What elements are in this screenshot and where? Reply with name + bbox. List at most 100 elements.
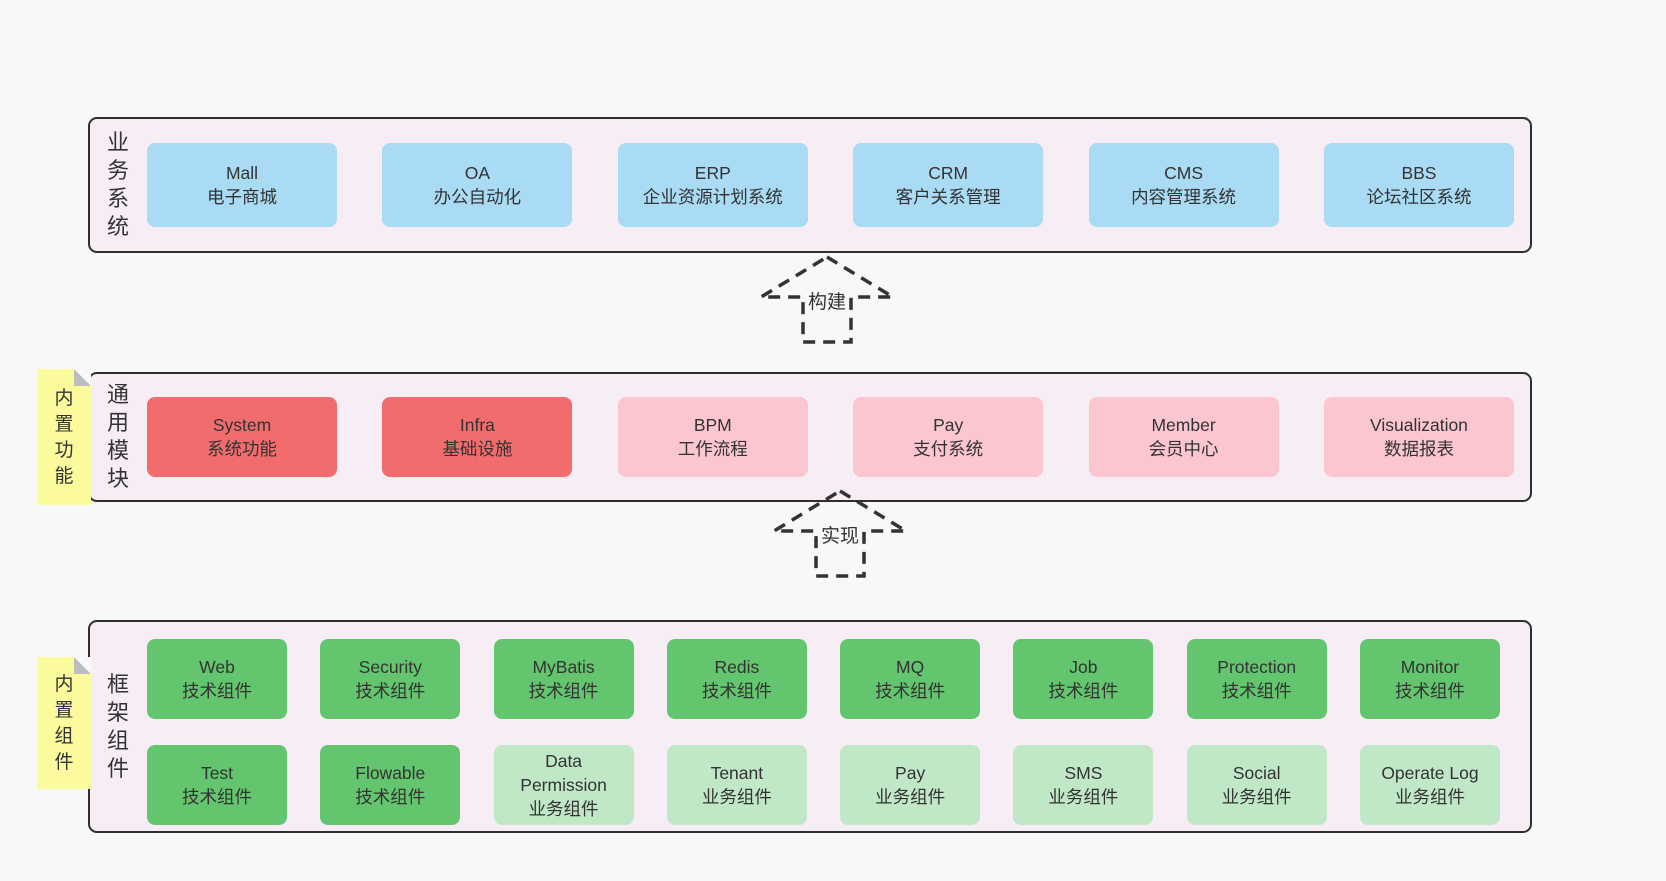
layer-business-systems: 业务系统 Mall 电子商城 OA 办公自动化 ERP 企业资源计划系统 CRM… bbox=[88, 117, 1532, 253]
box-mybatis: MyBatis 技术组件 bbox=[493, 639, 634, 719]
box-test: Test 技术组件 bbox=[147, 745, 287, 825]
box-name-zh: 技术组件 bbox=[1048, 681, 1119, 701]
box-operate-log: Operate Log 业务组件 bbox=[1359, 745, 1500, 825]
box-infra: Infra 基础设施 bbox=[382, 397, 573, 477]
layer-label-business: 业务系统 bbox=[106, 130, 129, 239]
box-name-en: Test bbox=[200, 763, 234, 783]
box-name-zh: 客户关系管理 bbox=[895, 187, 1001, 207]
box-name-en: BBS bbox=[1401, 163, 1437, 183]
component-row-business: Test 技术组件 Flowable 技术组件 Data Permission … bbox=[147, 745, 1500, 825]
box-name-en: Flowable bbox=[355, 763, 426, 783]
box-oa: OA 办公自动化 bbox=[382, 143, 573, 227]
box-name-zh: 办公自动化 bbox=[433, 187, 522, 207]
business-boxes: Mall 电子商城 OA 办公自动化 ERP 企业资源计划系统 CRM 客户关系… bbox=[147, 143, 1514, 227]
arrow-build-label: 构建 bbox=[804, 287, 850, 314]
box-name-en: CRM bbox=[928, 163, 969, 183]
box-protection: Protection 技术组件 bbox=[1186, 639, 1327, 719]
dashed-up-arrow-icon bbox=[770, 488, 910, 578]
sticky-note-builtin-features: 内置功能 bbox=[37, 369, 91, 505]
box-name-zh: 技术组件 bbox=[182, 787, 252, 807]
box-name-zh: 会员中心 bbox=[1148, 439, 1219, 459]
layer-label-components: 框架组件 bbox=[106, 671, 129, 781]
box-name-zh: 内容管理系统 bbox=[1131, 187, 1237, 207]
box-name-en: Social bbox=[1232, 763, 1281, 783]
layer-framework-components: 内置组件 框架组件 Web 技术组件 Security 技术组件 MyBatis… bbox=[37, 620, 1532, 833]
module-boxes: System 系统功能 Infra 基础设施 BPM 工作流程 Pay 支付系统… bbox=[147, 397, 1514, 477]
box-name-en: Redis bbox=[714, 657, 760, 677]
box-name-zh: 业务组件 bbox=[1048, 787, 1119, 807]
box-name-en: Visualization bbox=[1369, 415, 1468, 435]
dashed-up-arrow-icon bbox=[757, 254, 897, 344]
box-name-zh: 支付系统 bbox=[913, 439, 984, 459]
box-name-en: Pay bbox=[933, 415, 964, 435]
sticky-note-label: 内置功能 bbox=[54, 387, 74, 487]
box-name-en: Operate Log bbox=[1381, 763, 1479, 783]
box-name-en: System bbox=[212, 415, 272, 435]
box-name-zh: 电子商城 bbox=[207, 187, 277, 207]
box-mq: MQ 技术组件 bbox=[840, 639, 981, 719]
box-name-zh: 业务组件 bbox=[875, 787, 946, 807]
box-redis: Redis 技术组件 bbox=[666, 639, 807, 719]
box-member: Member 会员中心 bbox=[1088, 397, 1279, 477]
box-name-zh: 企业资源计划系统 bbox=[642, 187, 783, 207]
box-name-zh: 业务组件 bbox=[1221, 787, 1292, 807]
box-name-en: Data Permission bbox=[520, 751, 607, 795]
box-name-en: OA bbox=[464, 163, 491, 183]
box-name-zh: 系统功能 bbox=[207, 439, 277, 459]
box-name-en: BPM bbox=[693, 415, 732, 435]
dashed-up-arrow-build: 构建 bbox=[757, 253, 897, 345]
box-name-en: Pay bbox=[895, 763, 926, 783]
box-name-en: Protection bbox=[1217, 657, 1297, 677]
box-name-en: ERP bbox=[694, 163, 731, 183]
box-web: Web 技术组件 bbox=[147, 639, 287, 719]
box-name-en: Member bbox=[1151, 415, 1216, 435]
box-cms: CMS 内容管理系统 bbox=[1088, 143, 1279, 227]
box-pay-biz: Pay 业务组件 bbox=[840, 745, 981, 825]
box-name-zh: 基础设施 bbox=[442, 439, 513, 459]
box-name-zh: 业务组件 bbox=[701, 787, 772, 807]
box-name-en: Tenant bbox=[710, 763, 764, 783]
box-pay: Pay 支付系统 bbox=[853, 397, 1044, 477]
box-name-zh: 技术组件 bbox=[355, 681, 426, 701]
component-row-tech: Web 技术组件 Security 技术组件 MyBatis 技术组件 Redi… bbox=[147, 639, 1500, 719]
box-name-en: MyBatis bbox=[532, 657, 595, 677]
box-job: Job 技术组件 bbox=[1013, 639, 1154, 719]
box-sms: SMS 业务组件 bbox=[1013, 745, 1154, 825]
box-social: Social 业务组件 bbox=[1186, 745, 1327, 825]
box-name-zh: 技术组件 bbox=[875, 681, 946, 701]
box-name-zh: 技术组件 bbox=[1394, 681, 1465, 701]
box-bpm: BPM 工作流程 bbox=[617, 397, 808, 477]
layer-label-modules: 通用模块 bbox=[106, 382, 129, 491]
box-name-en: SMS bbox=[1064, 763, 1103, 783]
box-bbs: BBS 论坛社区系统 bbox=[1323, 143, 1514, 227]
sticky-note-label: 内置组件 bbox=[54, 673, 74, 773]
box-security: Security 技术组件 bbox=[320, 639, 461, 719]
arrow-implement-label: 实现 bbox=[817, 521, 863, 548]
box-monitor: Monitor 技术组件 bbox=[1359, 639, 1500, 719]
box-mall: Mall 电子商城 bbox=[147, 143, 337, 227]
box-crm: CRM 客户关系管理 bbox=[853, 143, 1044, 227]
box-name-zh: 业务组件 bbox=[1394, 787, 1465, 807]
box-name-zh: 技术组件 bbox=[182, 681, 252, 701]
box-system: System 系统功能 bbox=[147, 397, 337, 477]
box-name-en: CMS bbox=[1164, 163, 1203, 183]
box-name-en: Monitor bbox=[1400, 657, 1460, 677]
layer-common-modules: 内置功能 通用模块 System 系统功能 Infra 基础设施 BPM 工作流… bbox=[37, 369, 1532, 505]
sticky-note-builtin-components: 内置组件 bbox=[37, 657, 91, 789]
box-name-en: MQ bbox=[896, 657, 925, 677]
box-name-zh: 论坛社区系统 bbox=[1366, 187, 1472, 207]
box-name-zh: 技术组件 bbox=[528, 681, 599, 701]
box-name-zh: 技术组件 bbox=[1221, 681, 1292, 701]
box-data-permission: Data Permission 业务组件 bbox=[493, 745, 634, 825]
box-name-en: Job bbox=[1069, 657, 1098, 677]
box-name-en: Mall bbox=[225, 163, 259, 183]
box-name-zh: 业务组件 bbox=[528, 799, 599, 819]
box-flowable: Flowable 技术组件 bbox=[320, 745, 461, 825]
box-name-en: Infra bbox=[459, 415, 495, 435]
box-name-en: Web bbox=[199, 657, 235, 677]
box-name-zh: 技术组件 bbox=[701, 681, 772, 701]
dashed-up-arrow-implement: 实现 bbox=[770, 487, 910, 579]
box-tenant: Tenant 业务组件 bbox=[666, 745, 807, 825]
box-erp: ERP 企业资源计划系统 bbox=[617, 143, 808, 227]
